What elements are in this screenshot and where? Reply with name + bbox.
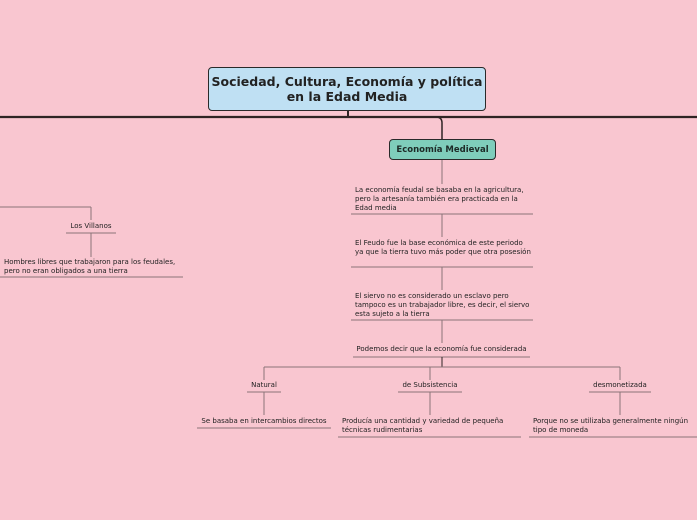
economy-considered[interactable]: Podemos decir que la economía fue consid… [356,345,527,353]
main-topic-box[interactable]: Sociedad, Cultura, Economía y política e… [208,67,486,111]
type-desmonetizada-detail[interactable]: Porque no se utilizaba generalmente ning… [533,417,689,434]
economia-medieval-label: Economía Medieval [396,144,489,155]
economy-fact-1[interactable]: La economía feudal se basaba en la agric… [355,186,524,212]
type-subsistencia-label[interactable]: de Subsistencia [402,381,458,389]
main-topic-label: Sociedad, Cultura, Economía y política e… [211,74,483,104]
type-natural-label[interactable]: Natural [251,381,277,389]
economia-medieval-box[interactable]: Economía Medieval [389,139,496,160]
type-desmonetizada-label[interactable]: desmonetizada [593,381,647,389]
economy-fact-2[interactable]: El Feudo fue la base económica de este p… [355,239,531,256]
type-subsistencia-detail[interactable]: Producía una cantidad y variedad de pequ… [342,417,504,434]
economy-fact-3[interactable]: El siervo no es considerado un esclavo p… [355,292,530,318]
villanos-detail[interactable]: Hombres libres que trabajaron para los f… [4,258,176,275]
villanos-label[interactable]: Los Villanos [70,222,112,230]
type-natural-detail[interactable]: Se basaba en intercambios directos [201,417,327,425]
